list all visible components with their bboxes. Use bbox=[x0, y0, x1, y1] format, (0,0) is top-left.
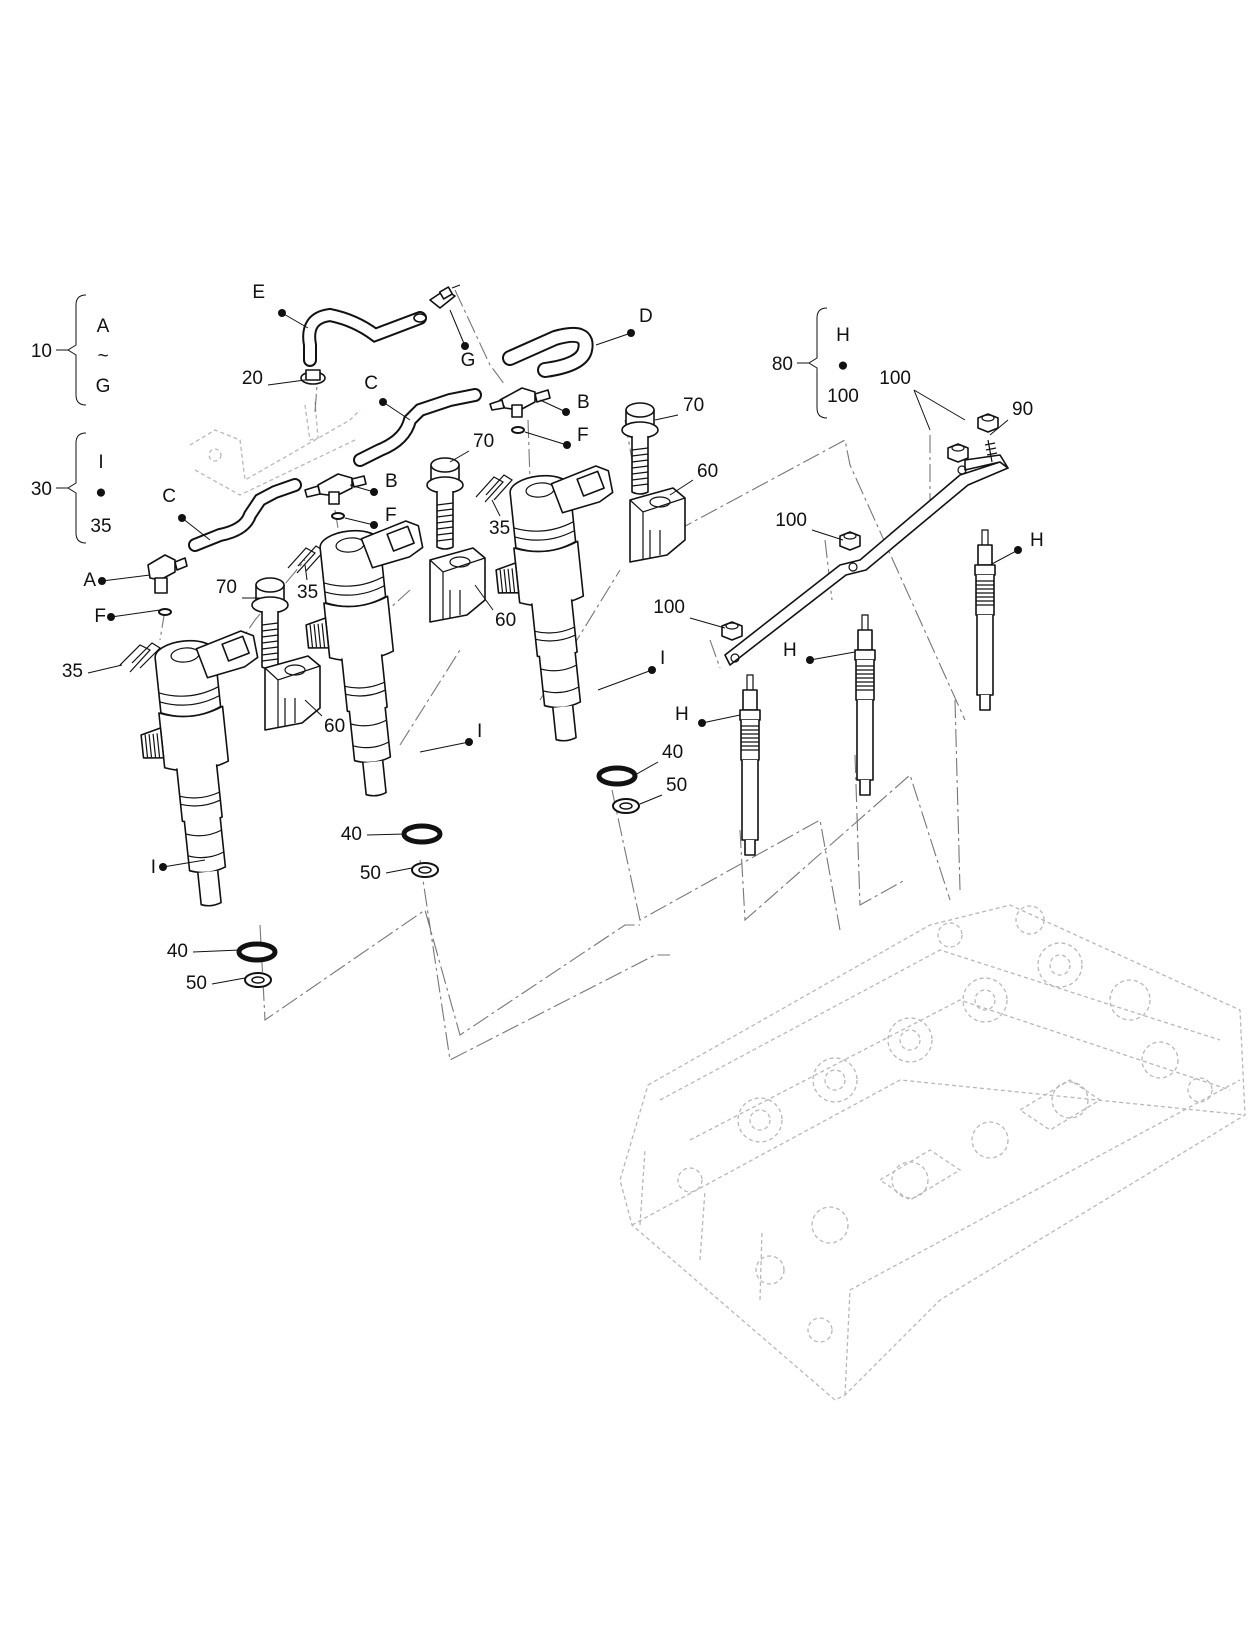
legend-80-item: H bbox=[836, 325, 850, 346]
legend-30-item: I bbox=[98, 452, 103, 473]
glow-plug-bus-bar-90 bbox=[724, 439, 1009, 666]
callout-label: 40 bbox=[341, 824, 362, 845]
leader-lines bbox=[87, 309, 1022, 985]
callout-label: 60 bbox=[324, 716, 345, 737]
callout-label: 60 bbox=[495, 610, 516, 631]
callout-label: H bbox=[783, 640, 797, 661]
callout-label: 60 bbox=[697, 461, 718, 482]
callout-label: 50 bbox=[186, 973, 207, 994]
clamp-20 bbox=[300, 369, 326, 385]
callout-label: G bbox=[461, 350, 476, 371]
callout-label: F bbox=[577, 425, 589, 446]
washers-40 bbox=[239, 768, 635, 960]
callout-label: 100 bbox=[775, 510, 807, 531]
washers-50 bbox=[244, 798, 640, 988]
injector-I-3 bbox=[485, 463, 639, 747]
callout-label: H bbox=[675, 704, 689, 725]
callout-label: 20 bbox=[242, 368, 263, 389]
callout-label: D bbox=[639, 306, 653, 327]
legend-10-qty: 10 bbox=[31, 341, 52, 362]
callout-label: A bbox=[83, 570, 96, 591]
legend-30-item-2: 35 bbox=[90, 516, 111, 537]
callout-label: 35 bbox=[297, 582, 318, 603]
callout-label: I bbox=[660, 648, 665, 669]
legend-group-30: 30 I ● 35 bbox=[31, 432, 112, 544]
callout-label: 70 bbox=[473, 431, 494, 452]
legend-80-item-2: 100 bbox=[827, 386, 859, 407]
callout-label: 50 bbox=[360, 863, 381, 884]
legend-group-80: 80 H ● 100 bbox=[772, 307, 859, 419]
glow-plugs-H bbox=[739, 529, 996, 856]
callout-label: B bbox=[385, 471, 398, 492]
tee-fitting-B-lower bbox=[304, 473, 367, 505]
callout-label: 70 bbox=[683, 395, 704, 416]
callout-label: F bbox=[385, 505, 397, 526]
callout-label: 40 bbox=[662, 742, 683, 763]
tee-fitting-B-upper bbox=[489, 387, 551, 418]
callout-label: 90 bbox=[1012, 399, 1033, 420]
legend-80-qty: 80 bbox=[772, 354, 793, 375]
callout-label: 100 bbox=[653, 597, 685, 618]
return-hose-C-lower bbox=[188, 478, 302, 552]
engine-bracket-outline bbox=[189, 401, 361, 496]
callout-label: 50 bbox=[666, 775, 687, 796]
legend-10-range: ~ bbox=[97, 346, 108, 367]
legend-80-dot: ● bbox=[837, 355, 848, 376]
legend-30-qty: 30 bbox=[31, 479, 52, 500]
legend-10-to: G bbox=[96, 376, 111, 397]
nuts-100 bbox=[721, 413, 999, 641]
legend-10-from: A bbox=[97, 316, 110, 337]
callout-label: C bbox=[162, 486, 176, 507]
return-hose-D bbox=[502, 327, 594, 378]
return-hose-C-upper bbox=[353, 388, 482, 467]
legend-group-10: 10 A ~ G bbox=[31, 294, 111, 406]
callout-label: B bbox=[577, 392, 590, 413]
return-hose-E bbox=[302, 307, 427, 367]
cylinder-head-outline bbox=[619, 904, 1246, 1401]
injector-I-2 bbox=[295, 518, 449, 802]
valve-G bbox=[429, 284, 461, 309]
callout-label: F bbox=[94, 606, 106, 627]
elbow-fitting-A bbox=[147, 554, 188, 594]
callout-label: 35 bbox=[62, 661, 83, 682]
callout-label: 40 bbox=[167, 941, 188, 962]
o-rings-F bbox=[158, 426, 525, 616]
callout-label: 100 bbox=[879, 368, 911, 389]
legend-30-dot: ● bbox=[95, 482, 106, 503]
callout-label: C bbox=[364, 373, 378, 394]
callout-label: I bbox=[151, 857, 156, 878]
callout-label: E bbox=[252, 282, 265, 303]
callout-label: I bbox=[477, 721, 482, 742]
callout-label: 35 bbox=[489, 518, 510, 539]
callout-label: H bbox=[1030, 530, 1044, 551]
callout-label: 70 bbox=[216, 577, 237, 598]
